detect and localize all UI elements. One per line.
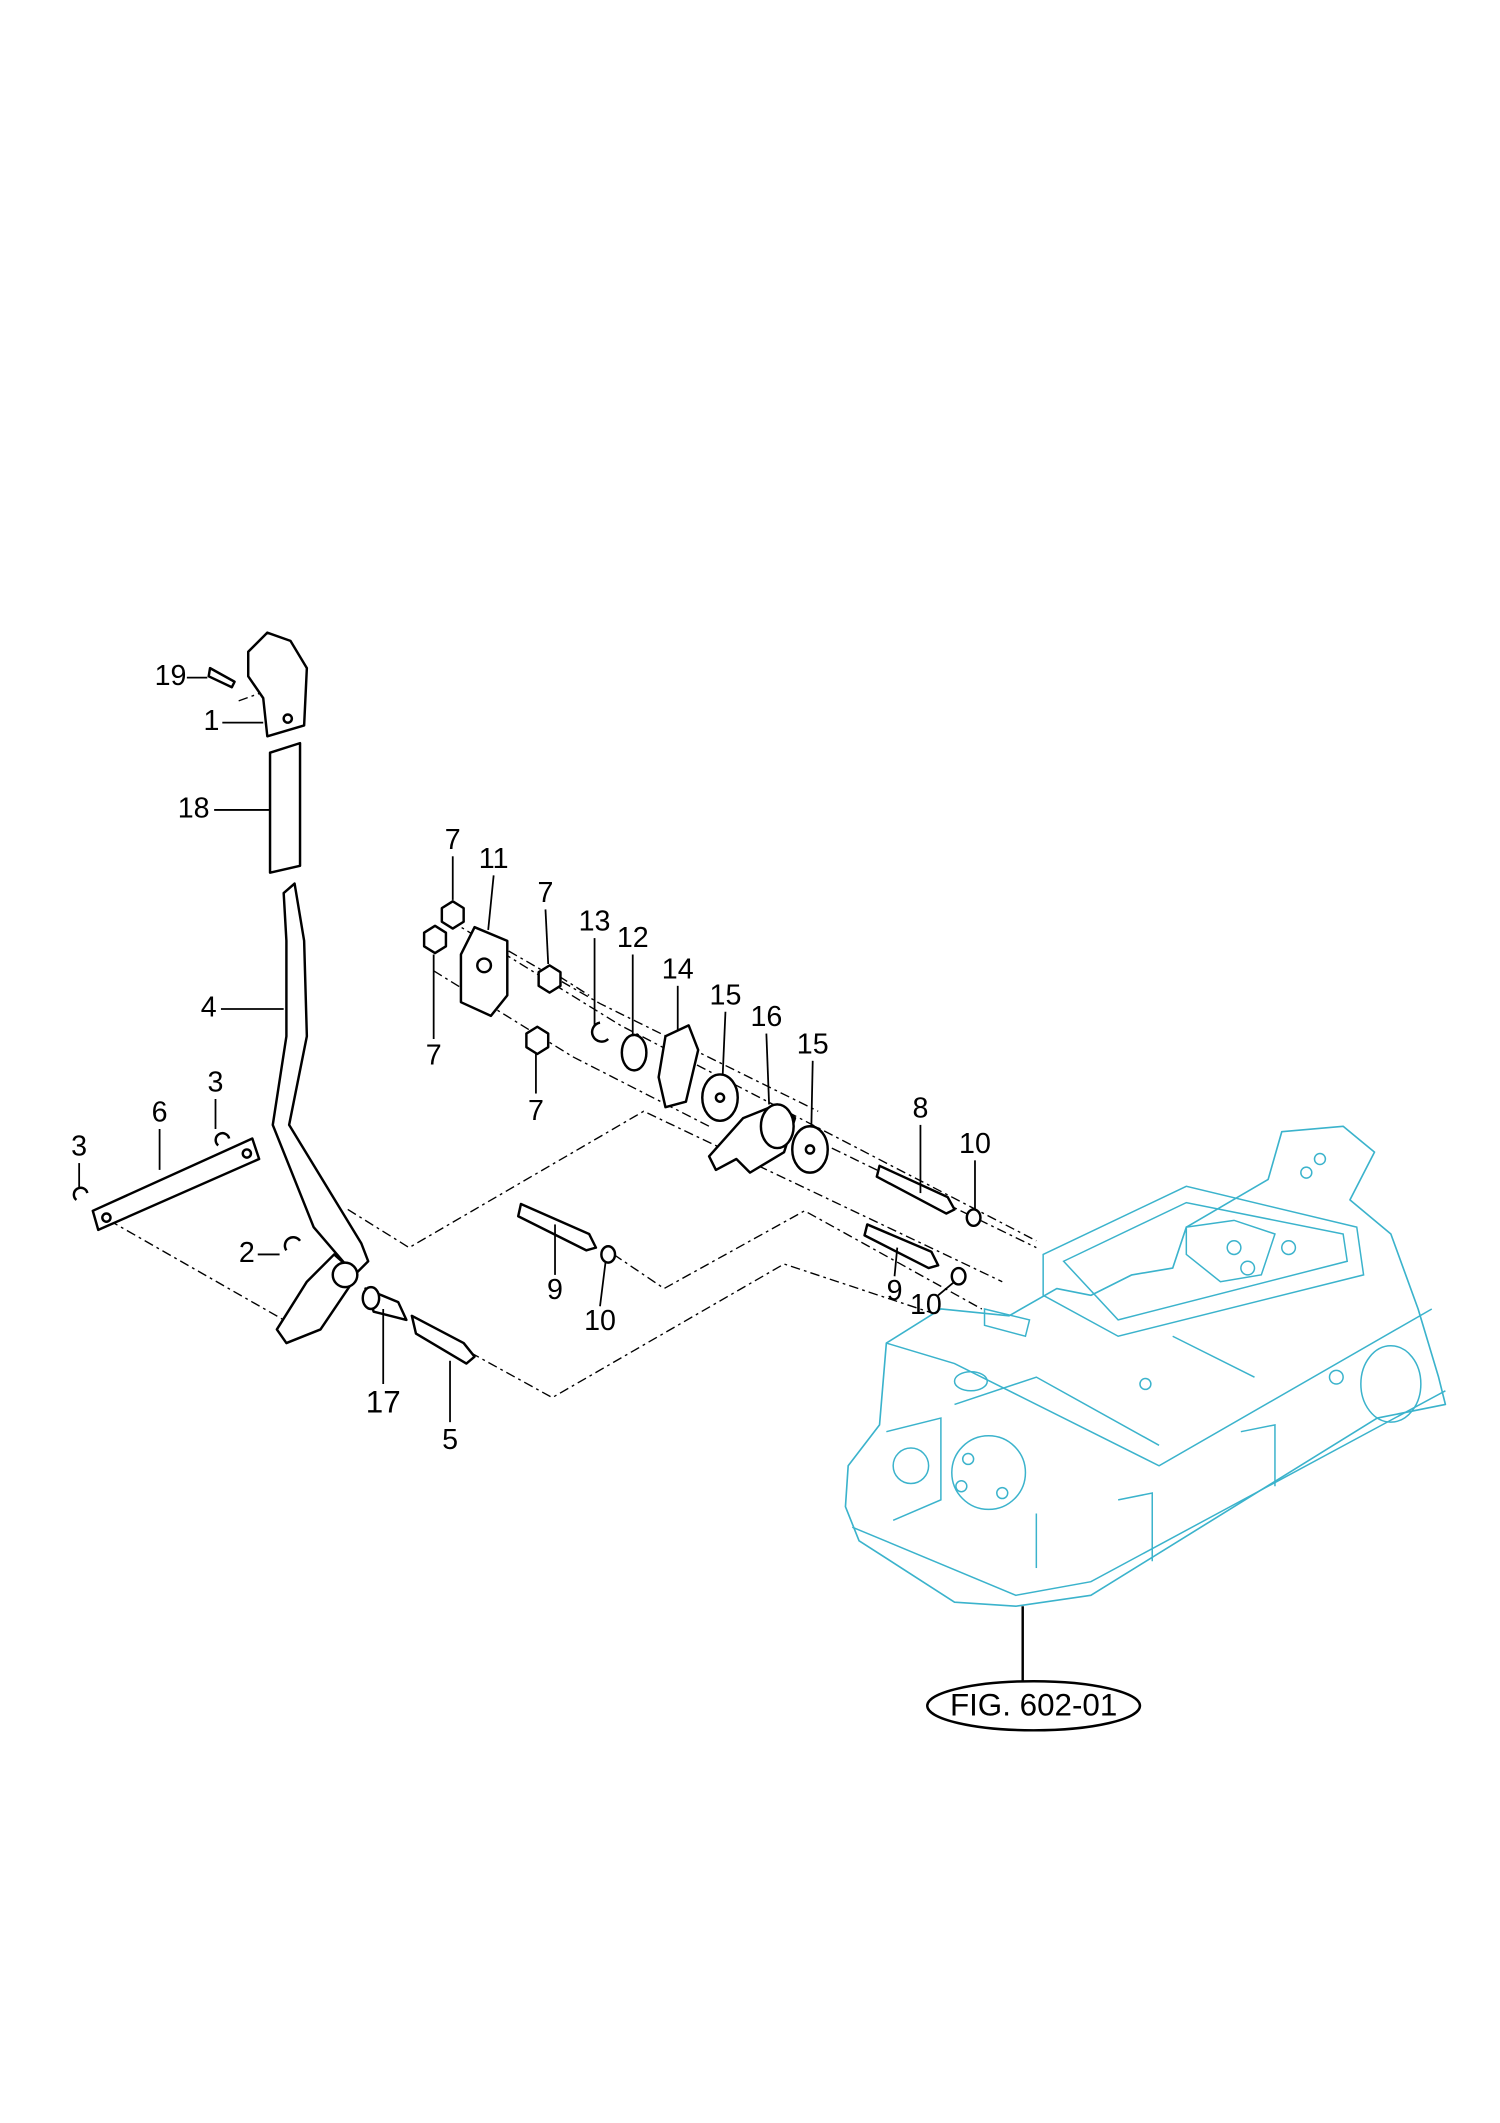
- callout-19: 19: [155, 660, 187, 692]
- nut-part-7b: [537, 964, 562, 994]
- callout-7: 7: [528, 1095, 544, 1127]
- callout-9: 9: [887, 1275, 903, 1307]
- callout-4: 4: [201, 992, 217, 1024]
- callout-16: 16: [750, 1001, 782, 1033]
- eclip-part-3a: [214, 1132, 231, 1147]
- callout-6: 6: [152, 1097, 168, 1129]
- leader-lines: [78, 676, 1024, 1686]
- eclip-part-13: [590, 1021, 610, 1043]
- callout-9: 9: [547, 1274, 563, 1306]
- callout-2: 2: [239, 1237, 255, 1269]
- stud-part-9a: [516, 1202, 598, 1252]
- grip-part-18: [268, 741, 302, 874]
- callout-10: 10: [584, 1305, 616, 1337]
- nut-part-7a: [440, 900, 465, 930]
- screw-part-19: [207, 666, 236, 689]
- knob-part-1: [246, 631, 309, 738]
- lever-part-4: [271, 882, 370, 1277]
- callout-7: 7: [445, 824, 461, 856]
- callout-17: 17: [366, 1385, 401, 1420]
- transmission-housing: [844, 1125, 1447, 1608]
- plate-part-14: [657, 1024, 700, 1109]
- callout-7: 7: [538, 877, 554, 909]
- callout-12: 12: [617, 922, 649, 954]
- callout-3: 3: [208, 1067, 224, 1099]
- washer-part-10a: [965, 1208, 982, 1228]
- callout-15: 15: [710, 979, 742, 1011]
- callout-8: 8: [912, 1092, 928, 1124]
- callout-5: 5: [442, 1424, 458, 1456]
- callout-10: 10: [910, 1289, 942, 1321]
- figure-reference-label[interactable]: FIG. 602-01: [950, 1687, 1117, 1722]
- stud-part-9b: [863, 1223, 940, 1270]
- pin-part-5: [410, 1314, 476, 1365]
- parts: [72, 631, 982, 1365]
- callout-15: 15: [797, 1028, 829, 1060]
- callout-labels: 19 1 18 4 6 3 3 2 17 5 7 11 7 7 7 13 12 …: [71, 660, 991, 1456]
- callout-3: 3: [71, 1131, 87, 1163]
- callout-1: 1: [203, 705, 219, 737]
- figure-reference-badge[interactable]: FIG. 602-01: [926, 1679, 1142, 1732]
- eclip-part-2: [283, 1236, 302, 1252]
- callout-10: 10: [959, 1128, 991, 1160]
- washer-part-10b: [600, 1245, 617, 1264]
- callout-14: 14: [662, 953, 694, 985]
- callout-13: 13: [579, 906, 611, 938]
- eclip-part-3b: [72, 1186, 89, 1201]
- link-part-6: [91, 1137, 261, 1232]
- collar-part-12: [620, 1033, 648, 1072]
- washer-part-10c: [950, 1266, 967, 1286]
- callout-7: 7: [426, 1039, 442, 1071]
- nut-part-7d: [525, 1025, 550, 1056]
- stud-part-8: [875, 1164, 956, 1215]
- callout-11: 11: [479, 843, 509, 875]
- nut-part-7c: [422, 924, 448, 955]
- callout-18: 18: [178, 792, 210, 824]
